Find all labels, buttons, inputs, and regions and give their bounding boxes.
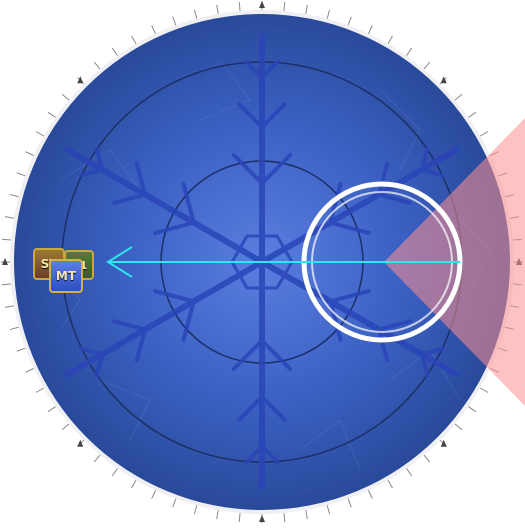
arena-tick (406, 468, 413, 477)
snowflake-arm (259, 146, 460, 265)
arena-tick (283, 1, 286, 12)
arena-tick (16, 347, 26, 352)
cardinal-marker (440, 76, 447, 84)
arena-tick (216, 510, 219, 520)
arena-tick (468, 406, 477, 413)
snowflake-arm (64, 259, 265, 378)
arena-tick (35, 387, 45, 393)
arena-tick (172, 498, 177, 508)
arena-tick (25, 151, 34, 156)
arena-tick (193, 9, 198, 19)
arena-tick (479, 131, 489, 137)
arena-tick (193, 505, 198, 515)
snowflake-arm (64, 146, 265, 265)
cardinal-marker (440, 439, 447, 447)
arena-tick (238, 512, 241, 523)
arena-tick (305, 4, 308, 14)
arena-tick (387, 35, 393, 45)
arena-tick (35, 131, 45, 137)
cardinal-marker (77, 76, 84, 84)
arena-tick (347, 498, 352, 508)
arena-tick (423, 454, 431, 463)
arena-tick (305, 510, 308, 520)
arena-tick (111, 47, 118, 56)
snowflake-icon (64, 34, 460, 490)
arena-tick (25, 368, 34, 373)
arena-tick (16, 172, 26, 177)
arena-tick (93, 61, 101, 70)
arena-tick (111, 468, 118, 477)
cardinal-marker (259, 1, 265, 8)
arena-tick (131, 479, 137, 489)
arena-tick (93, 454, 101, 463)
arena-tick (387, 479, 393, 489)
arena-tick (454, 93, 463, 101)
arena-tick (172, 16, 177, 26)
arena-tick (283, 512, 286, 523)
snowflake-arm (231, 259, 293, 490)
arena-tick (326, 9, 331, 19)
token-label: MT (55, 269, 77, 283)
arena-tick (61, 423, 70, 431)
arena-tick (9, 326, 19, 331)
arena-tick (1, 238, 12, 241)
snowflake-arm (259, 259, 460, 378)
arena-tick (238, 1, 241, 12)
arena-tick (368, 490, 373, 499)
cardinal-marker (77, 439, 84, 447)
arena-tick (151, 490, 156, 499)
arena-tick (1, 283, 12, 286)
arena-tick (61, 93, 70, 101)
arena-tick (47, 406, 56, 413)
arena-tick (454, 423, 463, 431)
arena-tick (4, 216, 14, 219)
arena-tick (468, 111, 477, 118)
arena-tick (4, 305, 14, 308)
tether-arrowhead (106, 246, 133, 278)
arena-tick (423, 61, 431, 70)
arena-tick (151, 25, 156, 34)
cardinal-marker (2, 258, 8, 265)
arena-tick (131, 35, 137, 45)
arena-tick (9, 193, 19, 198)
arena-tick (406, 47, 413, 56)
arena-tick (368, 25, 373, 34)
cardinal-marker (259, 515, 265, 522)
arena-tick (347, 16, 352, 26)
snowflake-arm (231, 34, 293, 265)
arena-tick (216, 4, 219, 14)
arena-tick (326, 505, 331, 515)
party-token-mt[interactable]: MT (49, 259, 83, 293)
arena-tick (47, 111, 56, 118)
arena-tick (479, 387, 489, 393)
